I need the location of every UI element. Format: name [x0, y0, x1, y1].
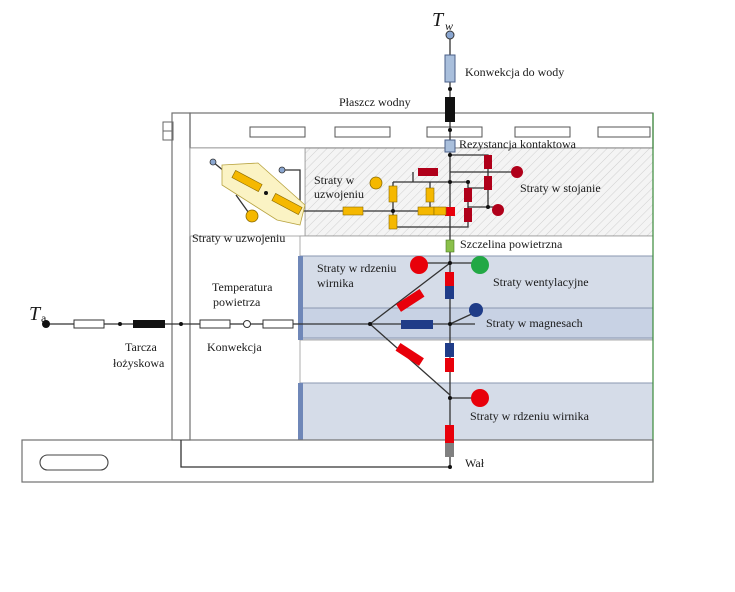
shaft-interface-resistor	[445, 425, 454, 443]
rotor-edge	[298, 383, 303, 440]
label-rotor-core-losses-top-1: Straty w rdzeniu	[317, 261, 396, 275]
cooling-channel	[426, 126, 483, 138]
label-bearing-shield-2: łożyskowa	[113, 356, 165, 370]
label-air-temperature-1: Temperatura	[212, 280, 273, 294]
contact-resistance-resistor	[444, 139, 456, 153]
winding-resistor	[388, 214, 398, 230]
label-stator-losses: Straty w stojanie	[520, 181, 601, 195]
end-winding-resistor	[231, 170, 263, 192]
shaft-wire	[180, 440, 450, 468]
water-convection-resistor	[444, 54, 456, 83]
water-temperature-symbol: T	[432, 9, 445, 31]
air-gap-resistor	[445, 239, 455, 253]
ambient-resistor	[73, 319, 105, 329]
winding-resistor	[417, 206, 435, 216]
label-shaft: Wał	[465, 456, 485, 470]
thermal-components	[42, 30, 523, 469]
winding-resistor	[342, 206, 364, 216]
stator-resistor	[418, 168, 438, 176]
end-winding-resistor	[271, 193, 303, 215]
rotor-resistor	[445, 272, 454, 286]
water-temperature-subscript: w	[445, 19, 453, 33]
winding-resistor	[388, 185, 398, 203]
water-temperature-node	[445, 30, 455, 40]
label-bearing-shield-1: Tarcza	[125, 340, 157, 354]
label-convection: Konwekcja	[207, 340, 262, 354]
magnet-resistor	[401, 320, 433, 329]
bearing-shield-resistor	[133, 320, 165, 328]
label-contact-resistance: Rezystancja kontaktowa	[459, 137, 577, 151]
rotor-gap	[299, 339, 654, 384]
ambient-temperature-symbol: T	[29, 303, 42, 325]
rotor-branch-resistor	[396, 289, 425, 312]
stator-resistor	[484, 176, 492, 190]
end-winding-loss-source	[245, 209, 259, 223]
label-air-gap: Szczelina powietrzna	[460, 237, 563, 251]
machine-housing	[21, 112, 654, 483]
ambient-temperature-node	[42, 320, 50, 328]
ventilation-loss-source	[471, 256, 489, 274]
shaft-keyway	[39, 454, 109, 471]
cooling-channel	[597, 126, 651, 138]
label-winding-losses-2: uzwojeniu	[314, 187, 364, 201]
winding-resistor	[433, 206, 447, 216]
bearing-shield-plate	[171, 112, 191, 441]
magnet-resistor	[445, 286, 454, 299]
cooling-channel	[514, 126, 571, 138]
label-rotor-core-losses-top-2: wirnika	[317, 276, 354, 290]
water-jacket-resistor	[445, 97, 455, 122]
label-winding-losses-box: Straty w uzwojeniu	[192, 231, 285, 245]
diagram-labels: T w Konwekcja do wody Płaszcz wodny Rezy…	[29, 9, 601, 470]
label-convection-water: Konwekcja do wody	[465, 65, 564, 79]
label-magnet-losses: Straty w magnesach	[486, 316, 583, 330]
stator-loss-source	[492, 204, 504, 216]
convection-resistor	[262, 319, 294, 329]
rotor-core-loss-source	[410, 256, 428, 274]
stator-loss-source	[511, 166, 523, 178]
stator-region	[304, 147, 654, 237]
cooling-channel	[334, 126, 391, 138]
shaft-body	[21, 439, 654, 483]
rotor-resistor	[445, 358, 454, 372]
stator-resistor	[464, 188, 472, 202]
magnet-resistor	[445, 343, 454, 357]
winding-loss-source	[369, 176, 383, 190]
stator-resistor	[484, 155, 492, 169]
cooling-channel	[249, 126, 306, 138]
label-water-jacket: Płaszcz wodny	[339, 95, 411, 109]
magnet-loss-source	[469, 303, 483, 317]
shaft-resistor	[445, 443, 454, 457]
convection-resistor	[199, 319, 231, 329]
rotor-branch-resistor	[395, 343, 424, 366]
ambient-temperature-subscript: a	[41, 311, 47, 325]
label-rotor-core-losses-bottom: Straty w rdzeniu wirnika	[470, 409, 590, 423]
stator-resistor	[445, 207, 455, 216]
label-winding-losses-1: Straty w	[314, 173, 355, 187]
rotor-core-loss-source-lower	[471, 389, 489, 407]
winding-resistor	[425, 187, 435, 203]
label-ventilation-losses: Straty wentylacyjne	[493, 275, 589, 289]
label-air-temperature-2: powietrza	[213, 295, 261, 309]
air-temperature-node	[243, 320, 251, 328]
rotor-edge	[298, 256, 303, 340]
stator-resistor	[464, 208, 472, 222]
